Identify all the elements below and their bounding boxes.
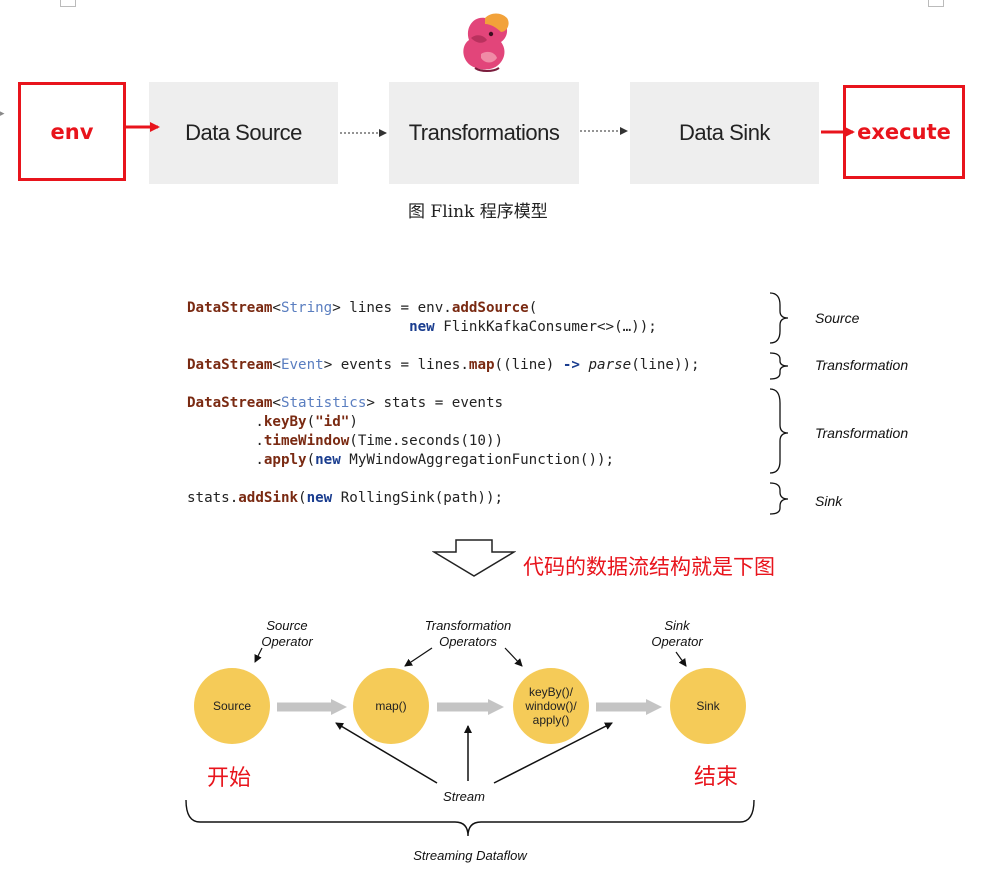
- flink-squirrel-logo-icon: [463, 13, 509, 72]
- figure-caption: 图 Flink 程序模型: [408, 202, 548, 222]
- data-source-box: Data Source: [149, 82, 338, 184]
- sink-operator-label: Sink Operator: [651, 618, 703, 649]
- code-line-8: stats.addSink(new RollingSink(path));: [187, 490, 504, 506]
- window-corner-left: [60, 0, 76, 7]
- code-braces: [769, 292, 789, 515]
- streaming-dataflow-brace: [185, 799, 755, 837]
- code-line-5: .keyBy("id"): [187, 414, 358, 430]
- streaming-dataflow-label: Streaming Dataflow: [413, 848, 527, 863]
- window-node: keyBy()/ window()/ apply(): [513, 668, 589, 744]
- end-label: 结束: [694, 765, 739, 790]
- env-box: env: [18, 82, 126, 181]
- dataflow-arrows: [185, 647, 755, 837]
- data-sink-label: Data Sink: [679, 120, 770, 145]
- code-line-1: DataStream<String> lines = env.addSource…: [187, 300, 538, 316]
- label-transformation-2: Transformation: [815, 425, 909, 441]
- data-sink-box: Data Sink: [630, 82, 819, 184]
- code-line-6: .timeWindow(Time.seconds(10)): [187, 433, 504, 449]
- cursor-artifact-icon: ▸: [0, 108, 5, 118]
- map-node: map(): [353, 668, 429, 744]
- down-arrow-outline-icon: [432, 539, 516, 577]
- transformations-label: Transformations: [408, 120, 560, 145]
- code-line-2: new FlinkKafkaConsumer<>(…));: [409, 319, 657, 335]
- label-sink: Sink: [815, 493, 843, 509]
- top-flow-arrows: [126, 122, 855, 137]
- transformation-operators-label: Transformation Operators: [424, 618, 512, 649]
- start-label: 开始: [207, 766, 252, 791]
- sink-node: Sink: [670, 668, 746, 744]
- data-source-label: Data Source: [185, 120, 302, 145]
- code-line-4: DataStream<Statistics> stats = events: [187, 395, 504, 411]
- label-source: Source: [815, 310, 860, 326]
- source-operator-label: Source Operator: [261, 618, 313, 649]
- label-transformation-1: Transformation: [815, 357, 909, 373]
- env-label: env: [50, 119, 94, 144]
- code-line-3: DataStream<Event> events = lines.map((li…: [187, 357, 700, 373]
- execute-label: execute: [857, 120, 951, 144]
- note-text: 代码的数据流结构就是下图: [523, 555, 775, 579]
- stream-label: Stream: [443, 789, 485, 804]
- source-node: Source: [194, 668, 270, 744]
- code-line-7: .apply(new MyWindowAggregationFunction()…: [187, 452, 615, 468]
- transformations-box: Transformations: [389, 82, 579, 184]
- window-corner-right: [928, 0, 944, 7]
